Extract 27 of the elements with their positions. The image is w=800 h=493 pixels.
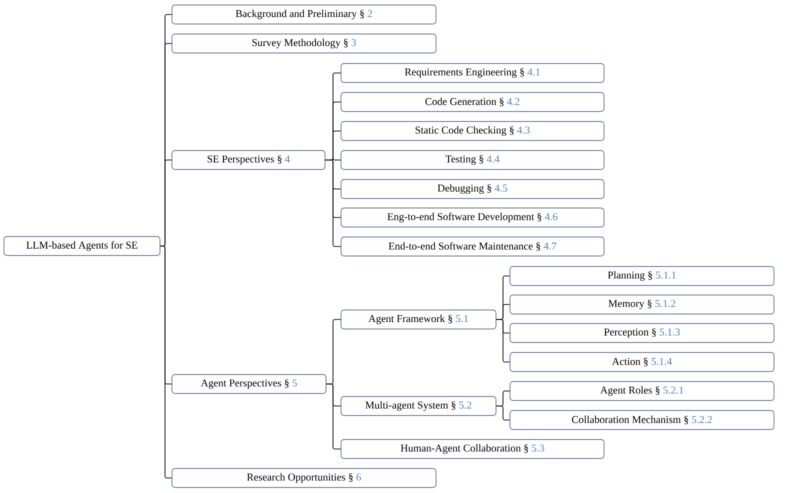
section-box: Research Opportunities § 6 xyxy=(172,468,436,488)
section-box: Background and Preliminary § 2 xyxy=(172,4,436,24)
connector-line xyxy=(160,246,172,478)
section-box: Perception § 5.1.3 xyxy=(510,323,774,343)
connector-line xyxy=(324,160,342,247)
section-box: End-to-end Software Maintenance § 4.7 xyxy=(340,236,604,256)
section-box: Debugging § 4.5 xyxy=(340,179,604,199)
section-box: SE Perspectives § 4 xyxy=(172,150,326,170)
section-box: Multi-agent System § 5.2 xyxy=(340,396,496,416)
section-box: Human-Agent Collaboration § 5.3 xyxy=(340,439,604,459)
section-box: Agent Perspectives § 5 xyxy=(172,374,326,394)
section-box: Code Generation § 4.2 xyxy=(340,92,604,112)
section-box: Agent Roles § 5.2.1 xyxy=(510,381,774,401)
section-box: Agent Framework § 5.1 xyxy=(340,310,496,330)
section-box: Testing § 4.4 xyxy=(340,150,604,170)
section-box: Survey Methodology § 3 xyxy=(172,34,436,54)
connector-line xyxy=(496,406,510,420)
connector-line xyxy=(496,319,510,362)
connector-line xyxy=(326,384,342,450)
section-box: Requirements Engineering § 4.1 xyxy=(340,63,604,83)
section-box: Static Code Checking § 4.3 xyxy=(340,121,604,141)
section-box: Planning § 5.1.1 xyxy=(510,266,774,286)
section-box: Eng-to-end Software Development § 4.6 xyxy=(340,208,604,228)
section-box: Memory § 5.1.2 xyxy=(510,294,774,314)
section-box: Action § 5.1.4 xyxy=(510,352,774,372)
section-box: Collaboration Mechanism § 5.2.2 xyxy=(510,410,774,430)
root-box: LLM-based Agents for SE xyxy=(4,236,160,256)
